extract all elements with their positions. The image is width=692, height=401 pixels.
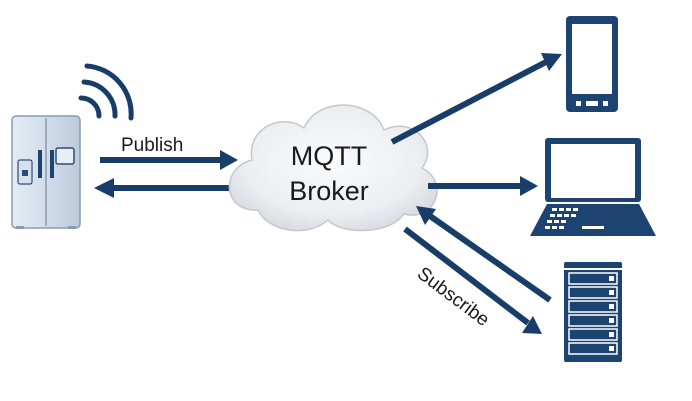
broker-label-line2: Broker bbox=[289, 176, 369, 206]
arrow-to-laptop bbox=[428, 176, 538, 196]
publish-arrow bbox=[100, 150, 238, 170]
arrow-from-server bbox=[416, 206, 552, 303]
smartphone-icon bbox=[566, 16, 618, 112]
arrow-to-phone bbox=[390, 53, 562, 145]
laptop-icon bbox=[530, 138, 656, 236]
subscribe-label: Subscribe bbox=[413, 263, 493, 331]
return-arrow bbox=[94, 178, 232, 198]
signal-icon bbox=[78, 63, 134, 121]
publish-label: Publish bbox=[121, 135, 183, 156]
refrigerator-icon bbox=[11, 115, 81, 229]
subscribe-arrow bbox=[403, 226, 542, 334]
server-icon bbox=[564, 262, 622, 362]
broker-label-line1: MQTT bbox=[291, 141, 367, 171]
